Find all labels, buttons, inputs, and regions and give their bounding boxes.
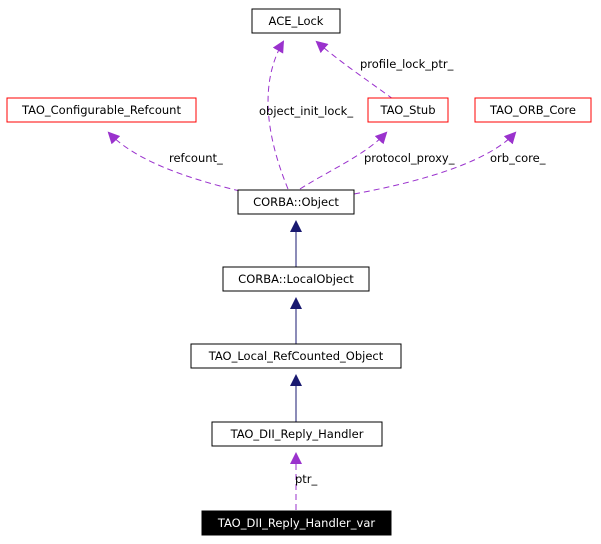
node-corba-object[interactable]: CORBA::Object	[237, 189, 355, 215]
edge-label-refcount: refcount_	[169, 151, 223, 165]
edge-orb-core	[353, 131, 517, 195]
node-tao-stub[interactable]: TAO_Stub	[367, 97, 449, 123]
edge-profile-lock-ptr	[315, 40, 394, 100]
node-label-corba-localobject: CORBA::LocalObject	[238, 272, 354, 286]
node-label-tao-configurable-refcount: TAO_Configurable_Refcount	[21, 103, 181, 117]
node-tao-dii-reply-handler-var: TAO_DII_Reply_Handler_var	[201, 510, 392, 536]
node-label-ace-lock: ACE_Lock	[269, 14, 324, 28]
edge-refcount	[107, 131, 241, 192]
node-tao-configurable-refcount[interactable]: TAO_Configurable_Refcount	[6, 97, 197, 123]
node-tao-dii-reply-handler[interactable]: TAO_DII_Reply_Handler	[211, 421, 383, 447]
node-label-tao-local-refcounted-object: TAO_Local_RefCounted_Object	[208, 349, 384, 363]
node-label-tao-dii-reply-handler-var: TAO_DII_Reply_Handler_var	[217, 516, 375, 530]
edge-protocol-proxy	[299, 131, 388, 190]
edge-label-profile-lock-ptr: profile_lock_ptr_	[360, 57, 454, 71]
node-tao-orb-core[interactable]: TAO_ORB_Core	[474, 97, 592, 123]
node-ace-lock[interactable]: ACE_Lock	[251, 8, 341, 34]
edge-label-orb-core: orb_core_	[490, 151, 546, 165]
node-label-tao-stub: TAO_Stub	[380, 103, 436, 117]
node-tao-local-refcounted-object[interactable]: TAO_Local_RefCounted_Object	[190, 343, 402, 369]
edge-label-object-init-lock: object_init_lock_	[259, 104, 353, 118]
node-label-corba-object: CORBA::Object	[253, 195, 339, 209]
node-label-tao-dii-reply-handler: TAO_DII_Reply_Handler	[230, 427, 364, 441]
edge-label-protocol-proxy: protocol_proxy_	[364, 151, 455, 165]
node-label-tao-orb-core: TAO_ORB_Core	[489, 103, 576, 117]
edge-label-ptr: ptr_	[295, 472, 318, 486]
edge-object-init-lock	[267, 40, 289, 190]
node-corba-localobject[interactable]: CORBA::LocalObject	[222, 266, 370, 292]
